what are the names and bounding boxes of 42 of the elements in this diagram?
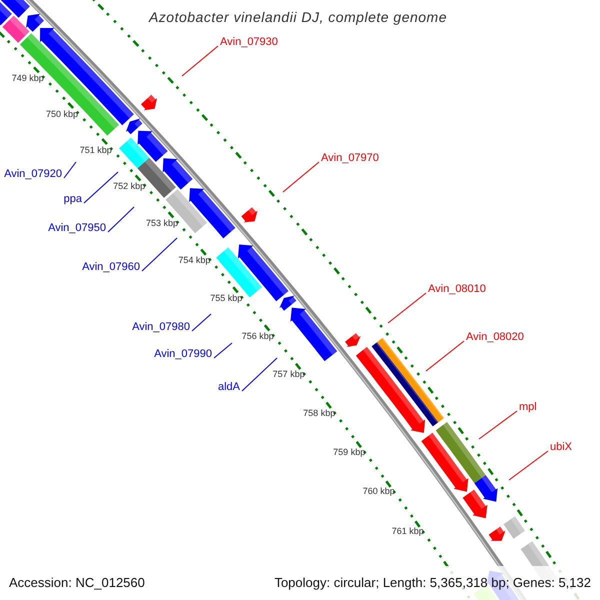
scale-tick-label: 755 kbp (210, 292, 242, 302)
scale-tick-label: 749 kbp (12, 73, 44, 84)
leader-line (242, 358, 278, 392)
leader-line (388, 292, 426, 324)
leader-line (282, 162, 320, 192)
scale-tick-label: 760 kbp (362, 486, 395, 496)
scale-tick-label: 757 kbp (272, 368, 305, 379)
scale-tick-label: 750 kbp (46, 108, 78, 119)
gene-label: Avin_07950 (48, 222, 106, 235)
leader-line (426, 340, 464, 372)
leader-line (478, 410, 518, 440)
gene-label: Avin_07960 (82, 261, 140, 274)
gene-label: aldA (218, 381, 240, 394)
gene-label: Avin_07970 (321, 152, 379, 165)
leader-line (108, 206, 134, 232)
scale-tick-label: 761 kbp (392, 526, 424, 536)
scale-tick-label: 754 kbp (178, 255, 210, 265)
gene-label: Avin_07930 (220, 36, 278, 49)
scale-tick-label: 753 kbp (146, 218, 178, 228)
scale-tick-label: 756 kbp (242, 330, 274, 340)
leader-line (182, 46, 218, 76)
gene-label: Avin_08010 (428, 283, 486, 296)
gene-label: Avin_07920 (4, 168, 62, 181)
leader-line (214, 342, 232, 358)
gene-label: Avin_08020 (466, 331, 524, 344)
gene-label: Avin_07990 (154, 348, 212, 361)
scale-tick-label: 752 kbp (113, 181, 146, 191)
leader-line (192, 314, 212, 332)
leader-line (142, 238, 178, 272)
gene-label: mpl (519, 401, 537, 414)
leader-line (84, 172, 118, 204)
gene-label: ubiX (550, 441, 572, 454)
accession-text: Accession: NC_012560 (9, 575, 145, 590)
scale-tick-label: 759 kbp (333, 446, 366, 457)
gene-label: ppa (64, 193, 82, 206)
genome-summary-text: Topology: circular; Length: 5,365,318 bp; Genes: 5,132 (274, 575, 591, 590)
title: Azotobacter vinelandii DJ, complete genome (148, 9, 448, 25)
scale-tick-label: 758 kbp (303, 408, 336, 418)
scale-tick-label: 751 kbp (80, 144, 112, 155)
leader-line (508, 450, 548, 480)
leader-line (64, 162, 76, 178)
gene-label: Avin_07980 (132, 321, 190, 334)
